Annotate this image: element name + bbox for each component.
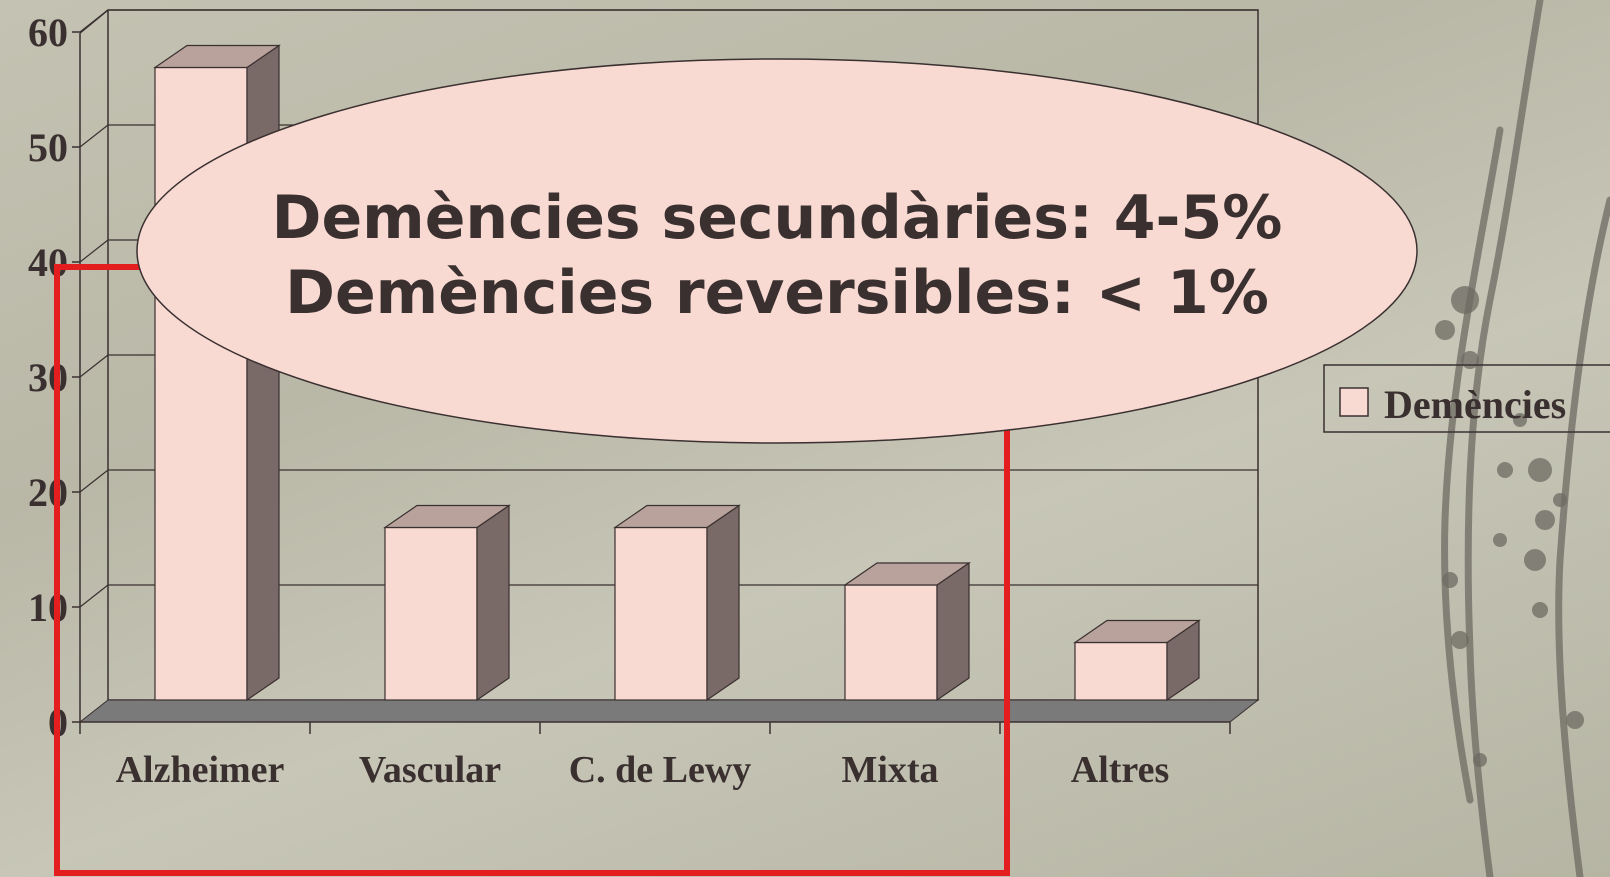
legend-series-name: Demències <box>1384 382 1566 427</box>
y-tick-label: 40 <box>28 240 68 285</box>
callout-line-1: Demències secundàries: 4-5% <box>272 183 1283 253</box>
callout: Demències secundàries: 4-5% Demències re… <box>136 58 1418 444</box>
bar-mixta <box>843 561 971 702</box>
bar-top <box>153 44 281 69</box>
bar-side <box>706 504 740 702</box>
bar-top <box>613 504 741 529</box>
bar-front <box>384 526 478 701</box>
bar-front <box>614 526 708 701</box>
y-tick-label: 60 <box>28 10 68 55</box>
bar-top <box>1073 619 1201 644</box>
bar-vascular <box>383 504 511 702</box>
gridline-side <box>79 124 109 148</box>
gridline-side <box>79 9 109 33</box>
gridline-side <box>79 469 109 493</box>
callout-line-2: Demències reversibles: < 1% <box>285 258 1269 328</box>
callout-ellipse <box>136 58 1418 444</box>
y-tick-label: 50 <box>28 125 68 170</box>
y-tick-label: 10 <box>28 585 68 630</box>
gridline-side <box>79 239 109 263</box>
x-category-label: C. de Lewy <box>569 749 752 791</box>
bar-side <box>476 504 510 702</box>
y-tick-label: 20 <box>28 470 68 515</box>
bar-top <box>383 504 511 529</box>
botanical-dots <box>1435 286 1584 767</box>
plot-floor <box>78 699 1260 723</box>
bar-altres <box>1073 619 1201 702</box>
x-category-label: Mixta <box>841 749 938 791</box>
legend-swatch <box>1339 387 1369 417</box>
gridline-side <box>79 354 109 378</box>
bar-c-de-lewy <box>613 504 741 702</box>
bars <box>153 44 1201 702</box>
x-category-label: Vascular <box>359 749 501 791</box>
y-tick-label: 30 <box>28 355 68 400</box>
category-labels: Alzheimer Vascular C. de Lewy Mixta Altres <box>116 749 1170 791</box>
bar-side <box>936 561 970 702</box>
botanical-decoration <box>1441 0 1610 877</box>
bar-top <box>843 562 971 586</box>
bar-front <box>844 584 938 701</box>
legend-box <box>1323 364 1610 433</box>
legend: Demències <box>1323 364 1610 433</box>
bar-front <box>1074 641 1168 701</box>
x-category-label: Alzheimer <box>116 749 285 791</box>
x-category-label: Altres <box>1071 749 1170 791</box>
x-axis-ticks <box>79 722 1231 734</box>
gridline-side <box>79 584 109 608</box>
